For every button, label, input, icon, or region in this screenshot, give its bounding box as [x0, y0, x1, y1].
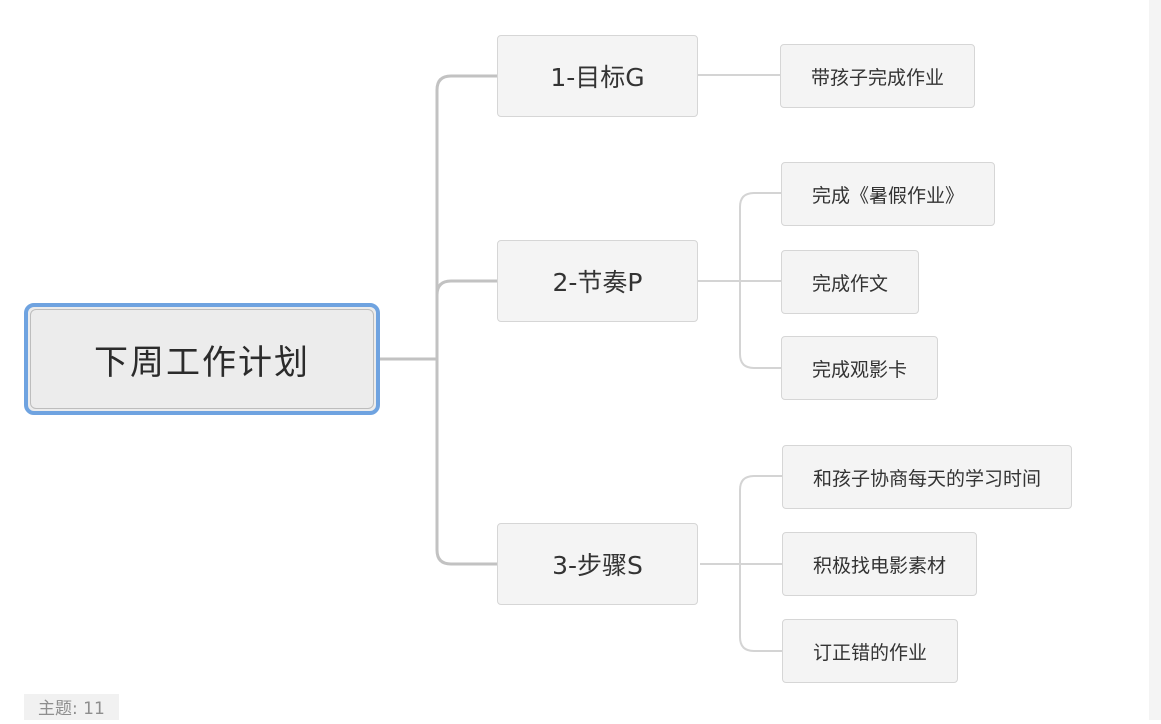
connector-branch-2-leaf-1	[739, 192, 781, 281]
topic-count-value: 11	[83, 699, 105, 719]
subtopic-node[interactable]: 订正错的作业	[782, 619, 959, 683]
topic-count-label: 主题:	[38, 699, 78, 719]
branch-topic-label: 1-目标G	[550, 63, 645, 92]
central-topic-label: 下周工作计划	[94, 342, 310, 383]
connector-trunk-branch-1	[435, 74, 497, 359]
branch-topic-label: 3-步骤S	[552, 551, 643, 580]
connector-branch-2-leaf-3	[739, 281, 781, 369]
branch-topic-goal[interactable]: 1-目标G	[497, 35, 698, 117]
subtopic-label: 完成作文	[812, 272, 889, 295]
subtopic-node[interactable]: 完成观影卡	[781, 336, 939, 400]
vertical-scrollbar[interactable]	[1149, 0, 1161, 720]
topic-count-status: 主题: 11	[24, 694, 119, 720]
subtopic-label: 和孩子协商每天的学习时间	[813, 467, 1042, 490]
subtopic-label: 积极找电影素材	[813, 554, 947, 577]
subtopic-node[interactable]: 积极找电影素材	[782, 532, 978, 596]
central-topic-node[interactable]: 下周工作计划	[24, 303, 380, 415]
branch-topic-pace[interactable]: 2-节奏P	[497, 240, 698, 322]
connector-trunk-branch-2	[435, 279, 497, 359]
subtopic-label: 订正错的作业	[813, 641, 928, 664]
subtopic-node[interactable]: 完成作文	[781, 250, 920, 314]
subtopic-node[interactable]: 带孩子完成作业	[780, 44, 976, 108]
connector-branch-3-leaf-3	[739, 564, 782, 652]
connector-branch-3-leaf-1	[739, 475, 782, 564]
branch-topic-label: 2-节奏P	[552, 268, 643, 297]
subtopic-label: 完成《暑假作业》	[812, 184, 965, 207]
connector-trunk-branch-3	[435, 359, 497, 566]
branch-topic-steps[interactable]: 3-步骤S	[497, 523, 698, 605]
subtopic-node[interactable]: 和孩子协商每天的学习时间	[782, 445, 1073, 509]
subtopic-label: 完成观影卡	[812, 358, 908, 381]
subtopic-label: 带孩子完成作业	[811, 66, 945, 89]
subtopic-node[interactable]: 完成《暑假作业》	[781, 162, 996, 226]
